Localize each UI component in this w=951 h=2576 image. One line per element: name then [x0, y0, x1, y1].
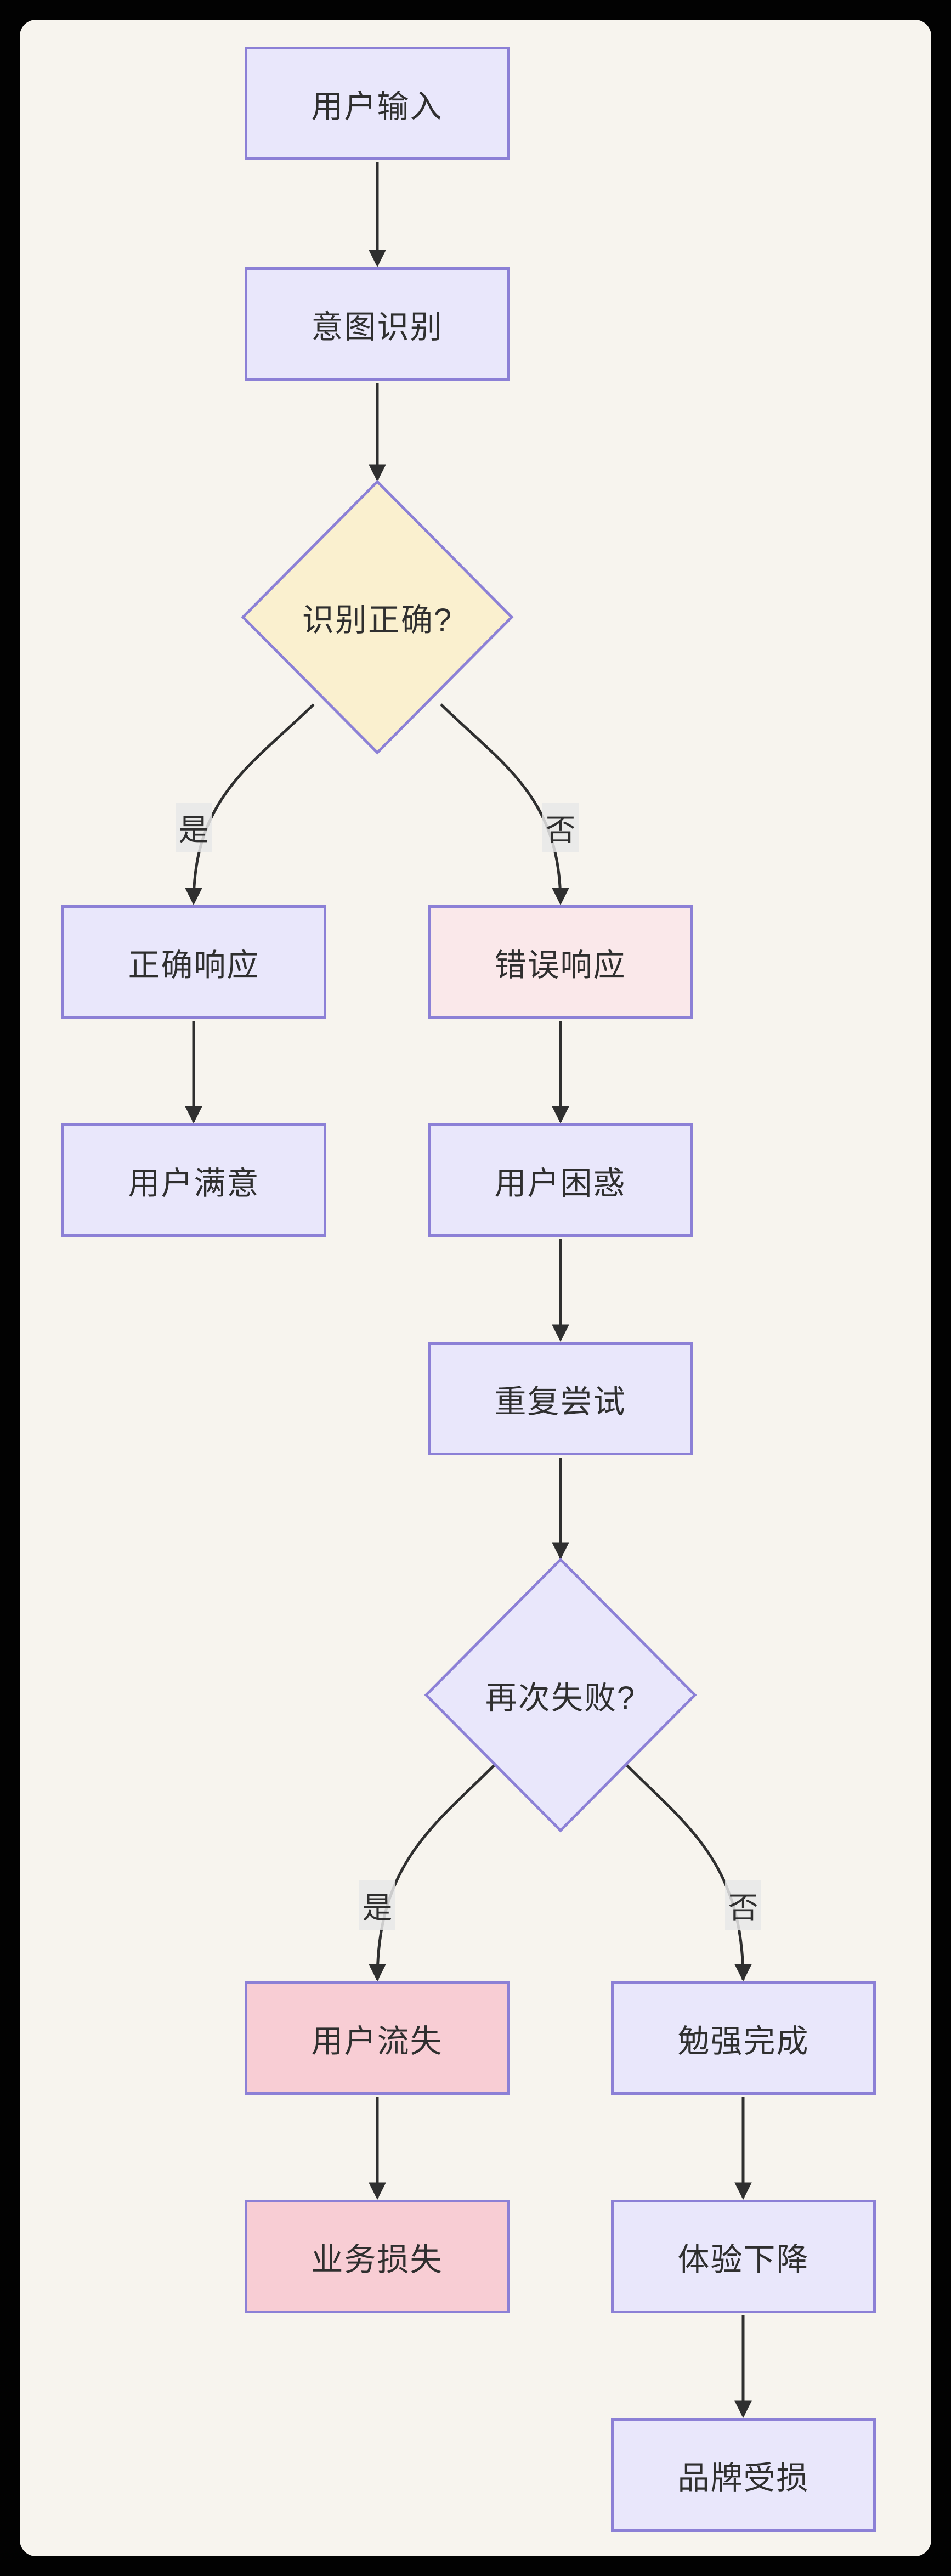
edge-decision1-no: [440, 703, 569, 906]
edge-label-no-1: 否: [542, 803, 579, 852]
node-correct-response: 正确响应: [61, 905, 326, 1019]
decision-fail-again: [424, 1557, 697, 1833]
decision-recognition-correct: [241, 479, 514, 755]
decision-recognition-correct-label: 识别正确?: [302, 602, 453, 638]
edge-label-no-2: 否: [725, 1880, 761, 1930]
node-user-satisfied: 用户满意: [61, 1123, 326, 1237]
edge-decision1-yes: [185, 703, 315, 906]
node-user-confused: 用户困惑: [428, 1123, 693, 1237]
edge-decision2-yes: [369, 1764, 496, 1982]
diagram-panel: [20, 20, 931, 2556]
node-experience-decline: 体验下降: [611, 2200, 876, 2313]
node-brand-damage: 品牌受损: [611, 2418, 876, 2532]
edge-decision2-no: [625, 1764, 752, 1982]
node-business-loss: 业务损失: [245, 2200, 510, 2313]
node-user-churn: 用户流失: [245, 1981, 510, 2095]
node-intent-recognition: 意图识别: [245, 267, 510, 381]
edge-label-yes-2: 是: [359, 1880, 395, 1930]
node-barely-complete: 勉强完成: [611, 1981, 876, 2095]
node-user-input: 用户输入: [245, 47, 510, 160]
edge-label-yes-1: 是: [176, 803, 212, 852]
node-repeat-attempt: 重复尝试: [428, 1342, 693, 1455]
decision-fail-again-label: 再次失败?: [485, 1680, 636, 1716]
node-wrong-response: 错误响应: [428, 905, 693, 1019]
